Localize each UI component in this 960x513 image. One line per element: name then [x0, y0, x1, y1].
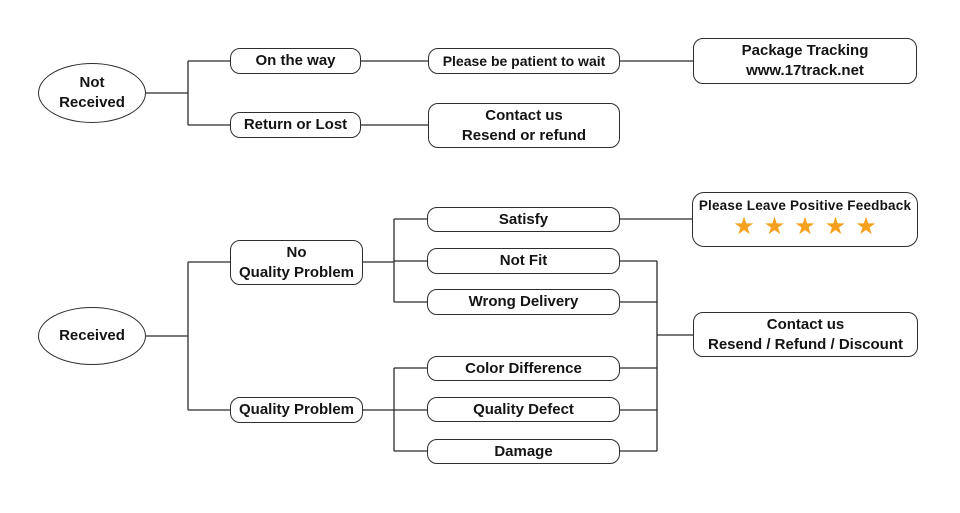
node-positive-feedback: Please Leave Positive Feedback ★★★★★: [692, 192, 918, 247]
node-satisfy: Satisfy: [427, 207, 620, 232]
node-label: Return or Lost: [243, 116, 348, 134]
node-quality-defect: Quality Defect: [427, 397, 620, 422]
node-return-or-lost: Return or Lost: [230, 112, 361, 138]
node-label: Contact us: [766, 315, 845, 333]
node-please-be-patient-to-wait: Please be patient to wait: [428, 48, 620, 74]
node-received: Received: [38, 307, 146, 365]
five-star-rating-icon: ★★★★★: [733, 213, 886, 241]
node-label: Satisfy: [498, 210, 549, 228]
node-wrong-delivery: Wrong Delivery: [427, 289, 620, 315]
node-label: Quality Defect: [473, 400, 574, 418]
node-not-fit: Not Fit: [427, 248, 620, 274]
node-label: Quality Problem: [238, 401, 355, 419]
node-label: Please be patient to wait: [442, 52, 606, 69]
node-label: Color Difference: [465, 359, 582, 377]
node-label: Received: [59, 94, 125, 111]
node-damage: Damage: [427, 439, 620, 464]
node-label: Package Tracking: [741, 42, 869, 60]
node-label: Wrong Delivery: [468, 293, 579, 311]
node-no-quality-problem: No Quality Problem: [230, 240, 363, 285]
node-label: Not Fit: [499, 252, 548, 270]
node-label: Not: [79, 74, 105, 92]
node-contact-us-resend-or-refund: Contact us Resend or refund: [428, 103, 620, 148]
node-quality-problem: Quality Problem: [230, 397, 363, 423]
node-label: Contact us: [485, 106, 563, 124]
node-label: Received: [59, 327, 125, 345]
node-label: Resend or refund: [461, 126, 587, 144]
node-contact-us-resend-refund-discount: Contact us Resend / Refund / Discount: [693, 312, 918, 357]
node-label: On the way: [255, 52, 336, 70]
node-label: Damage: [494, 442, 553, 460]
tracking-url: www.17track.net: [746, 62, 864, 79]
node-not-received: Not Received: [38, 63, 146, 123]
node-label: Resend / Refund / Discount: [707, 335, 903, 353]
node-label: Quality Problem: [238, 263, 355, 281]
node-color-difference: Color Difference: [427, 356, 620, 381]
node-label: Please Leave Positive Feedback: [698, 197, 912, 213]
node-label: No: [286, 243, 307, 261]
node-on-the-way: On the way: [230, 48, 361, 74]
node-package-tracking: Package Tracking www.17track.net: [693, 38, 917, 84]
